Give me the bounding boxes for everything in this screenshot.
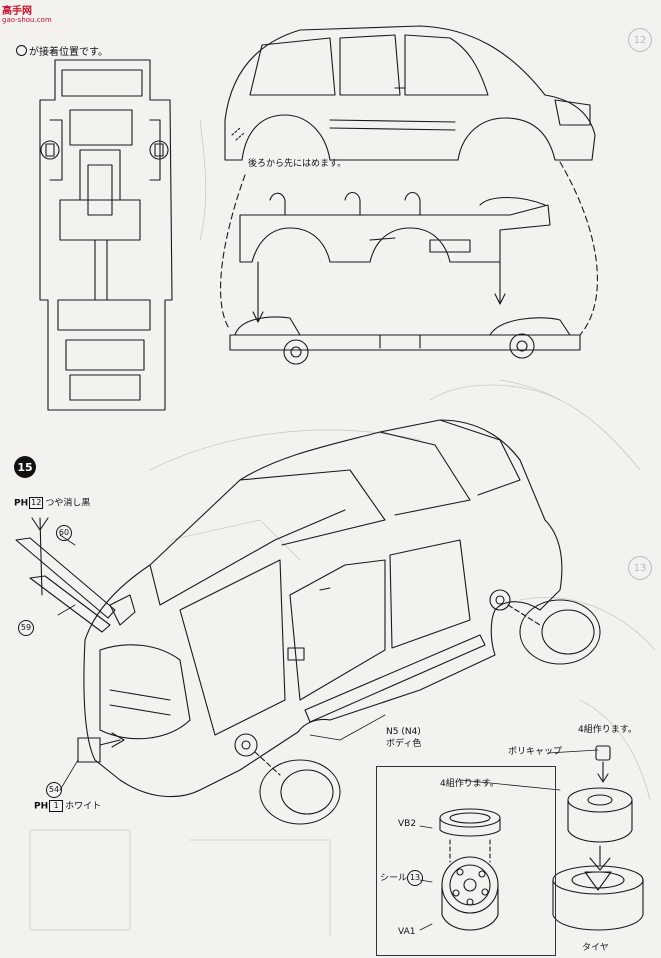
make-four-note-inset: 4組作ります。 (440, 779, 499, 789)
make-four-note-top: 4組作ります。 (578, 725, 637, 735)
license-plate-part (77, 732, 125, 763)
minivan-three-quarter-view (83, 419, 563, 798)
attach-position-text: が接着位置です。 (29, 47, 108, 58)
inset-rim-parts (419, 808, 501, 931)
paint-prefix: PH (34, 801, 49, 812)
attach-position-note: が接着位置です。 (16, 45, 108, 58)
paint-name: ホワイト (65, 801, 102, 812)
paint-name: つや消し黒 (45, 498, 91, 509)
chassis-side (229, 316, 581, 365)
body-color-text: ボディ色 (386, 739, 422, 749)
va1-label: VA1 (398, 927, 416, 937)
poly-cap-label: ポリキャップ (508, 747, 563, 757)
wheel-assembly-exploded (552, 745, 644, 931)
paint-number-box: 12 (29, 497, 44, 509)
wiper-parts (15, 517, 136, 633)
part-59-callout: 59 (18, 620, 34, 636)
paint-number-box: 1 (49, 800, 64, 812)
tire-label: タイヤ (582, 943, 609, 953)
interior-tub (239, 191, 551, 263)
part-number: 60 (56, 525, 72, 541)
step-number-faint-a-text: 12 (633, 34, 647, 46)
seal-text: シール (380, 873, 408, 884)
paint-prefix: PH (14, 498, 29, 509)
upper-body-shell (224, 25, 596, 161)
part-number: 54 (46, 782, 62, 798)
watermark-url: gao-shou.com (2, 16, 52, 24)
part-number: 59 (18, 620, 34, 636)
watermark-logo: 高手网 (2, 6, 32, 17)
step-number-faint-b-text: 13 (633, 562, 647, 574)
part-60-callout: 60 (56, 525, 72, 541)
circle-marker-icon (16, 45, 27, 56)
vb2-label: VB2 (398, 819, 417, 829)
faint-background-drawings (29, 119, 656, 936)
seal-number: 13 (407, 870, 424, 886)
wheel-inset-box (376, 766, 556, 956)
mounted-wheels (234, 589, 601, 825)
dashed-guides (220, 161, 598, 336)
step-number-text: 15 (17, 460, 33, 474)
assembly-arrows (252, 261, 506, 323)
part-54-callout: 54 (46, 782, 62, 798)
rear-first-note: 後ろから先にはめます。 (248, 159, 347, 169)
body-color-code: N5 (N4) (386, 727, 421, 737)
step-number-faint-a: 12 (628, 28, 652, 52)
step-number-badge: 15 (14, 456, 36, 478)
chassis-underside (39, 59, 173, 411)
step-number-faint-b: 13 (628, 556, 652, 580)
